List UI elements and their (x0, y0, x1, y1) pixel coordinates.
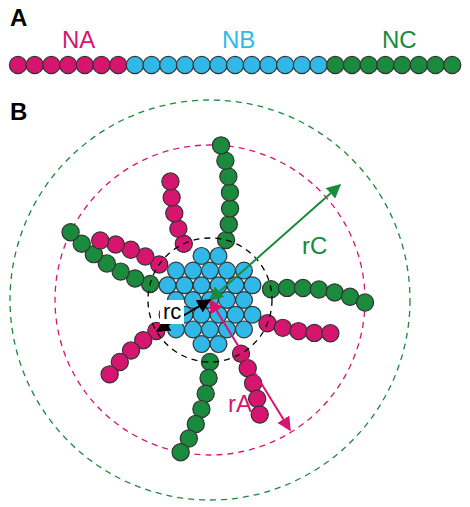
bead (227, 277, 244, 294)
bead (217, 152, 234, 169)
bead (202, 262, 219, 279)
bead (185, 262, 202, 279)
bead (212, 137, 229, 154)
block-length-label: NC (382, 28, 417, 52)
corona-arms (62, 137, 374, 461)
bead (293, 56, 310, 73)
bead (163, 189, 180, 206)
bead (172, 444, 189, 461)
core-boundary (148, 238, 272, 362)
bead (193, 56, 210, 73)
bead (9, 56, 26, 73)
bead (210, 336, 227, 353)
bead (166, 205, 183, 222)
bead (143, 56, 160, 73)
bead (176, 56, 193, 73)
bead (200, 369, 217, 386)
bead (176, 277, 193, 294)
bead (92, 232, 109, 249)
bead (310, 56, 327, 73)
panel-letter: B (10, 100, 27, 124)
bead (360, 56, 377, 73)
bead (394, 56, 411, 73)
bead (170, 220, 187, 237)
bead (322, 325, 339, 342)
bead (244, 277, 261, 294)
radius-label: rA (228, 392, 252, 416)
core-radius-arrow (157, 300, 210, 331)
bead (159, 277, 176, 294)
bead (221, 184, 238, 201)
bead (278, 279, 295, 296)
bead (220, 216, 237, 233)
bead (277, 56, 294, 73)
bead (251, 406, 268, 423)
bead (126, 56, 143, 73)
bead (193, 336, 210, 353)
bead (343, 56, 360, 73)
bead (327, 56, 344, 73)
bead (427, 56, 444, 73)
bead (219, 292, 236, 309)
bead (227, 306, 244, 323)
bead (274, 319, 291, 336)
micelle (10, 100, 410, 500)
bead (160, 56, 177, 73)
bead (43, 56, 60, 73)
bead (110, 56, 127, 73)
bead (236, 292, 253, 309)
bead (219, 262, 236, 279)
bead (62, 224, 79, 241)
triblock-chain (9, 56, 460, 73)
bead (107, 236, 124, 253)
bead (294, 279, 311, 296)
bead (290, 323, 307, 340)
bead (244, 306, 261, 323)
bead (101, 366, 118, 383)
bead (310, 281, 327, 298)
bead (168, 262, 185, 279)
bead (197, 385, 214, 402)
radius-a-arrow (210, 300, 290, 430)
bead (306, 324, 323, 341)
corona-c-boundary (10, 100, 410, 500)
radius-label: rc (160, 300, 184, 324)
bead (217, 232, 234, 249)
bead (193, 277, 210, 294)
bead (221, 200, 238, 217)
bead (377, 56, 394, 73)
bead (227, 56, 244, 73)
bead (93, 56, 110, 73)
bead (26, 56, 43, 73)
bead (444, 56, 461, 73)
bead (410, 56, 427, 73)
bead (220, 168, 237, 185)
bead (356, 294, 373, 311)
bead (243, 56, 260, 73)
bead (236, 321, 253, 338)
block-length-label: NA (62, 28, 95, 52)
bead (185, 321, 202, 338)
bead (193, 248, 210, 265)
radius-c-arrow (210, 185, 340, 300)
bead (326, 284, 343, 301)
radius-label: rC (302, 234, 327, 258)
bead (60, 56, 77, 73)
corona-a-boundary (55, 145, 365, 455)
bead (76, 56, 93, 73)
block-length-label: NB (222, 28, 255, 52)
bead (260, 56, 277, 73)
bead (162, 173, 179, 190)
bead (245, 375, 262, 392)
bead (210, 248, 227, 265)
bead (202, 321, 219, 338)
bead (210, 56, 227, 73)
panel-letter: A (10, 6, 27, 30)
